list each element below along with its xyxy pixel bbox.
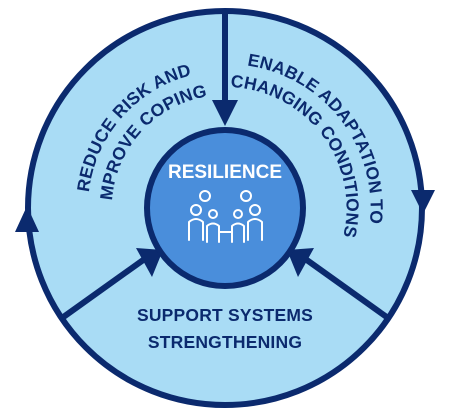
people-group-icon — [188, 190, 263, 243]
arrow-up-left-icon — [287, 248, 314, 277]
arrow-ring-left-icon — [15, 206, 39, 232]
segment-bottom-line-1: SUPPORT SYSTEMS — [137, 305, 313, 325]
divider-lower-left — [60, 255, 148, 321]
center-title: RESILIENCE — [168, 162, 282, 183]
segment-bottom-line-2: STRENGTHENING — [148, 332, 302, 352]
arrow-down-icon — [212, 100, 238, 126]
arrow-ring-right-icon — [411, 190, 435, 214]
arrow-up-right-icon — [136, 248, 163, 277]
divider-lower-right — [302, 255, 390, 321]
center-circle — [144, 127, 306, 289]
